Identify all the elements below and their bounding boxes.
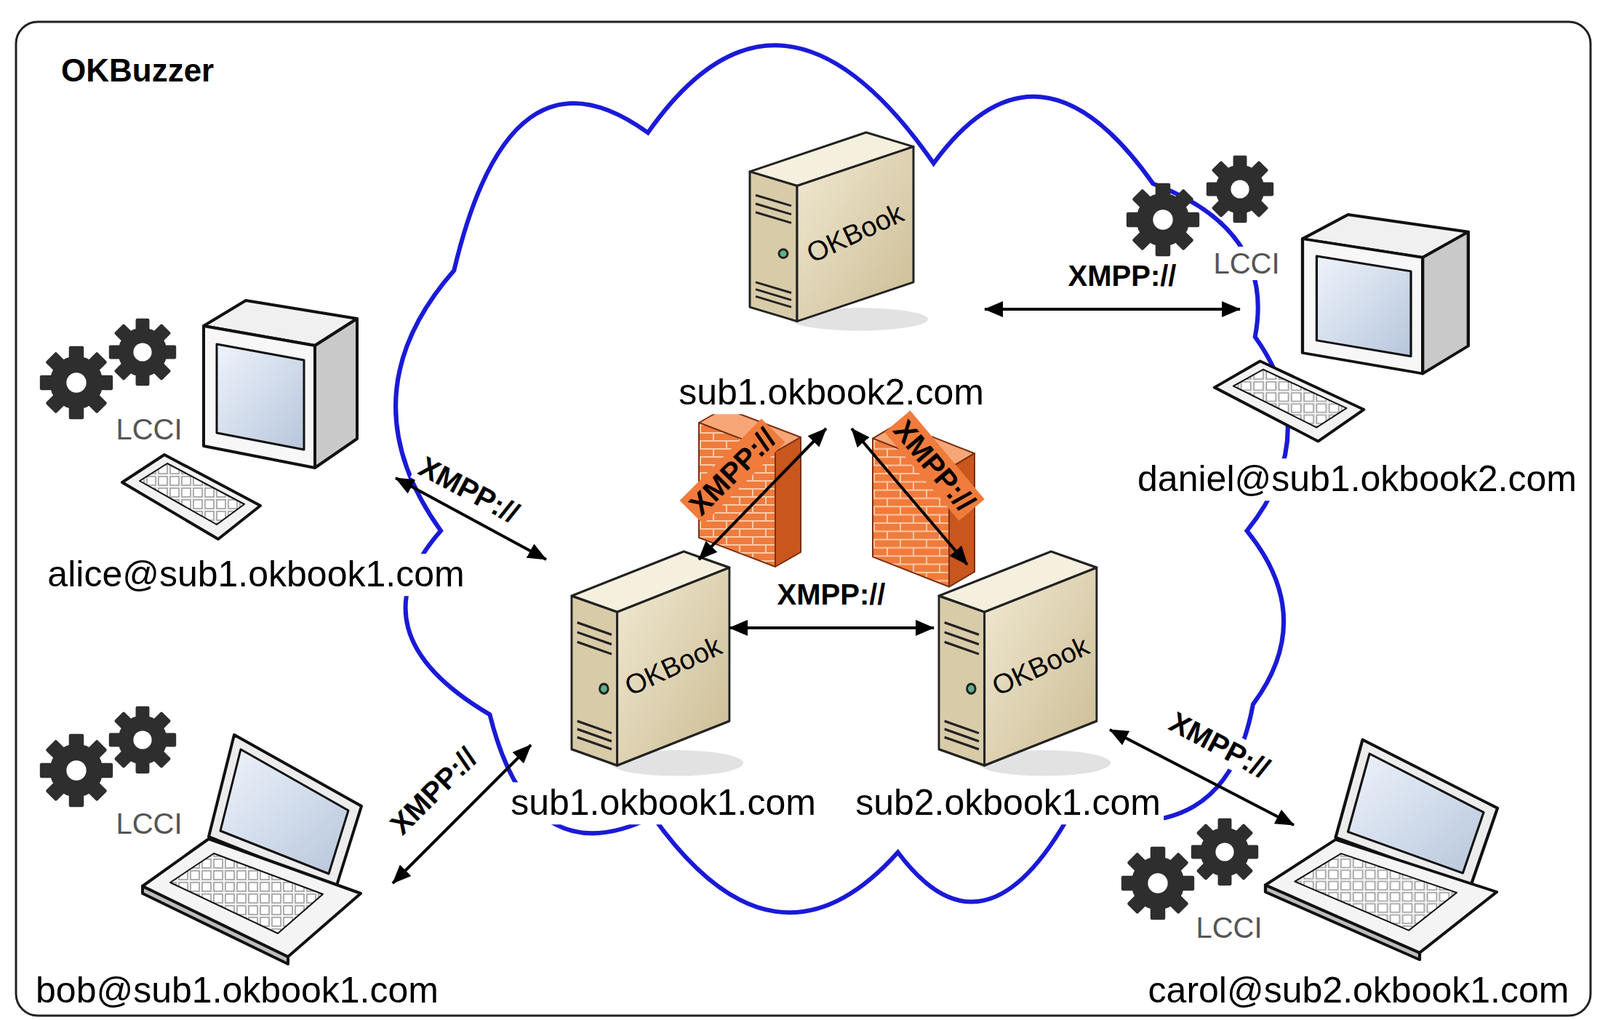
protocol-label: XMPP:// [773, 577, 890, 611]
laptop-computer [1265, 739, 1498, 960]
client-node: LCCI bob@sub1.okbook1.com [29, 705, 466, 1011]
diagram-title: OKBuzzer [61, 52, 214, 90]
protocol-label: XMPP:// [381, 738, 487, 844]
gear-icon [1126, 183, 1200, 256]
gear-icon [1206, 155, 1274, 223]
okbook-label: OKBook [987, 629, 1095, 702]
client-node: LCCI alice@sub1.okbook1.com [29, 298, 466, 604]
protocol-label: XMPP:// [1064, 258, 1181, 293]
server-tower [571, 551, 744, 776]
okbook-label: OKBook [620, 629, 728, 702]
server-node: OKBooksub1.okbook2.com [749, 132, 914, 416]
xmpp-connector [984, 307, 1240, 311]
host-label: sub2.okbook1.com [852, 781, 1164, 824]
okbook-label: OKBook [802, 197, 910, 270]
server-tower [749, 132, 928, 331]
lcci-label: LCCI [113, 412, 184, 446]
lcci-label: LCCI [1210, 246, 1282, 280]
server-tower [938, 551, 1111, 776]
server-node: OKBooksub1.okbook1.com [571, 551, 730, 824]
user-label: daniel@sub1.okbook2.com [1134, 458, 1580, 501]
client-node: LCCI carol@sub2.okbook1.com [1112, 720, 1579, 1011]
gear-icon [109, 706, 176, 774]
gear-icon [40, 733, 113, 807]
laptop-computer [142, 734, 362, 964]
host-label: sub1.okbook1.com [507, 781, 819, 824]
protocol-label: XMPP:// [1160, 702, 1279, 787]
user-label: carol@sub2.okbook1.com [1145, 969, 1573, 1012]
user-label: alice@sub1.okbook1.com [44, 553, 467, 596]
lcci-label: LCCI [1193, 910, 1264, 944]
gear-icon [40, 346, 113, 419]
server-node: OKBooksub2.okbook1.com [938, 551, 1097, 824]
gear-icon [1191, 818, 1259, 886]
user-label: bob@sub1.okbook1.com [32, 969, 442, 1012]
xmpp-connector [729, 626, 934, 630]
host-label: sub1.okbook2.com [675, 371, 987, 414]
client-node: LCCI daniel@sub1.okbook2.com [1130, 145, 1590, 502]
outer-frame [16, 21, 1591, 1016]
gear-icon [1121, 846, 1195, 920]
gear-icon [109, 318, 176, 386]
lcci-label: LCCI [113, 806, 184, 840]
